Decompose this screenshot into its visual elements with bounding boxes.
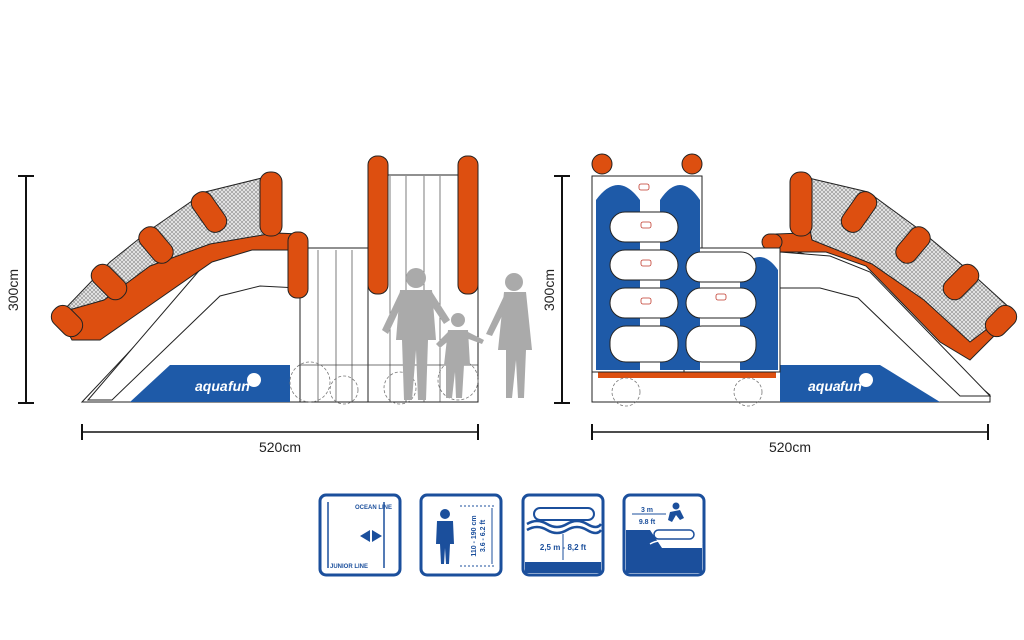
- person-icon: [436, 509, 454, 564]
- splash-icon: [859, 373, 873, 387]
- height-requirement-icon: 110 - 190 cm 3.6 - 6.2 ft: [419, 493, 503, 577]
- left-blue-banner: [130, 365, 290, 402]
- left-side-view: 300cm aqua fun: [5, 155, 532, 455]
- right-top-knob-1: [591, 153, 613, 175]
- right-tube-row: [761, 171, 1018, 338]
- svg-text:3.6 - 6.2 ft: 3.6 - 6.2 ft: [480, 519, 487, 552]
- svg-text:9.8 ft: 9.8 ft: [639, 519, 656, 526]
- svg-text:JUNIOR LINE: JUNIOR LINE: [330, 564, 368, 570]
- svg-text:2,5 m - 8,2 ft: 2,5 m - 8,2 ft: [540, 543, 587, 552]
- left-width-dimension: 520cm: [81, 424, 479, 455]
- svg-text:aqua: aqua: [195, 378, 228, 394]
- svg-text:OCEAN LINE: OCEAN LINE: [355, 505, 392, 511]
- right-height-dimension: 300cm: [541, 175, 570, 404]
- right-bottom-strip: [598, 372, 776, 378]
- inflatable-icon-small: [653, 529, 695, 540]
- double-arrow-icon: [360, 530, 382, 542]
- right-top-knob-2: [681, 153, 703, 175]
- right-height-label: 300cm: [541, 269, 557, 311]
- hold-handles: [638, 183, 727, 305]
- jumper-icon: [668, 502, 684, 522]
- right-base-rings: [611, 377, 763, 407]
- left-height-dimension: 300cm: [5, 175, 34, 404]
- left-tower-pillar-1: [287, 231, 309, 299]
- info-icons: OCEAN LINE JUNIOR LINE 110 - 190 cm 3.6 …: [318, 493, 706, 577]
- svg-text:110 - 190 cm: 110 - 190 cm: [471, 515, 478, 556]
- left-tower-pillar-3: [457, 155, 479, 295]
- left-aquafun-logo: aqua fun: [195, 373, 261, 394]
- right-climbing-wall: [591, 153, 781, 373]
- water-depth-icon: 2,5 m - 8,2 ft: [521, 493, 605, 577]
- line-type-icon: OCEAN LINE JUNIOR LINE: [318, 493, 402, 577]
- left-height-label: 300cm: [5, 269, 21, 311]
- right-side-view: 300cm aqua fun: [541, 153, 1018, 455]
- right-slide: [779, 251, 992, 397]
- scale-people-silhouettes: [382, 268, 532, 400]
- svg-text:aqua: aqua: [808, 378, 841, 394]
- right-width-dimension: 520cm: [591, 424, 989, 455]
- jump-clearance-icon: 3 m 9.8 ft: [622, 493, 706, 577]
- svg-text:3 m: 3 m: [641, 507, 653, 514]
- svg-text:fun: fun: [840, 378, 862, 394]
- left-tower-pillar-2: [367, 155, 389, 295]
- left-tube-row: [50, 171, 283, 338]
- right-aquafun-logo: aqua fun: [808, 373, 873, 394]
- splash-icon: [247, 373, 261, 387]
- inflatable-icon: [533, 507, 595, 521]
- left-width-label: 520cm: [259, 439, 301, 455]
- svg-text:fun: fun: [228, 378, 250, 394]
- right-width-label: 520cm: [769, 439, 811, 455]
